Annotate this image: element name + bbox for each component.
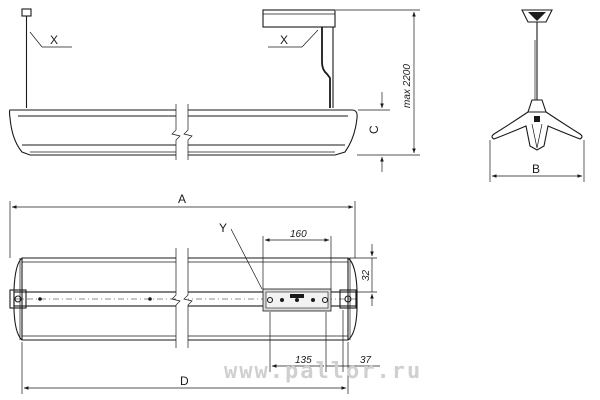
end-view-wings	[491, 111, 583, 151]
label-c: C	[367, 125, 381, 134]
luminaire-body-side	[8, 109, 358, 156]
label-x-left: X	[50, 33, 58, 47]
side-view: X X max 2200 C	[8, 8, 420, 172]
label-x-right: X	[280, 33, 288, 47]
end-view-canopy	[521, 9, 553, 23]
label-b: B	[532, 162, 540, 176]
dimension-hole-left: 135	[295, 355, 312, 366]
power-cord	[321, 27, 331, 108]
label-y: Y	[219, 221, 227, 235]
top-view: A 160 Y	[9, 192, 380, 394]
dimension-hole-right: 37	[360, 355, 372, 366]
dimension-mount-offset: 32	[361, 269, 372, 281]
ceiling-canopy-box	[262, 9, 336, 28]
label-a: A	[178, 192, 186, 206]
watermark: www.pallor.ru	[224, 359, 422, 384]
label-d: D	[180, 374, 189, 388]
dimension-mount-width: 160	[290, 229, 307, 240]
ceiling-cap-left	[21, 8, 32, 17]
dimension-max-height: max 2200	[402, 64, 413, 108]
end-view: B	[489, 9, 585, 182]
